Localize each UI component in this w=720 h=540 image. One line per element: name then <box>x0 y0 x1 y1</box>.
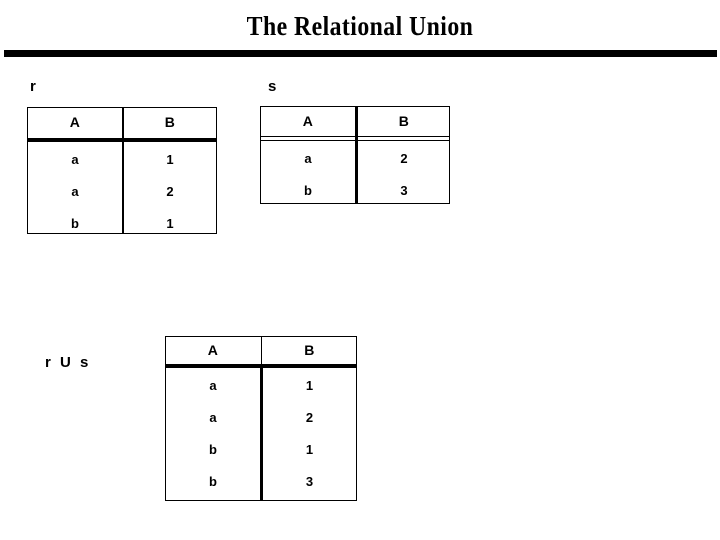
table-cell: 3 <box>400 183 408 198</box>
table-header-cell-a: A <box>207 342 219 358</box>
table-cell: 3 <box>305 474 314 489</box>
page-title: The Relational Union <box>246 11 474 41</box>
title-divider-rule <box>4 50 717 57</box>
header-rule <box>165 364 357 368</box>
table-header-cell-b: B <box>164 114 176 130</box>
header-rule <box>27 138 217 142</box>
table-cell: 1 <box>305 442 314 457</box>
column-divider <box>355 107 358 203</box>
table-cell: b <box>209 474 217 489</box>
table-header-cell-a: A <box>302 113 314 129</box>
table-cell: a <box>209 378 217 393</box>
table-header-cell-a: A <box>69 114 81 130</box>
column-divider-header <box>260 337 263 364</box>
relation-table-s: A B a 2 b 3 <box>260 106 450 204</box>
column-divider <box>260 337 263 500</box>
table-cell: a <box>71 184 79 199</box>
table-cell: b <box>304 183 312 198</box>
table-cell: 1 <box>166 152 174 167</box>
column-divider <box>122 108 124 233</box>
table-cell: 2 <box>166 184 174 199</box>
table-cell: a <box>304 151 312 166</box>
relation-label-r: r <box>30 78 37 95</box>
table-header-cell-b: B <box>304 342 315 358</box>
header-rule <box>260 136 450 141</box>
table-cell: b <box>71 216 79 231</box>
relation-table-r-union-s: A B a 1 a 2 b 1 b 3 <box>165 336 357 501</box>
table-cell: 1 <box>305 378 314 393</box>
relation-label-r-union-s: r U s <box>45 354 91 371</box>
table-cell: a <box>71 152 79 167</box>
table-cell: 2 <box>400 151 408 166</box>
table-cell: a <box>209 410 217 425</box>
table-cell: b <box>209 442 217 457</box>
relation-label-s: s <box>268 78 278 95</box>
table-header-cell-b: B <box>398 113 410 129</box>
relation-table-r: A B a 1 a 2 b 1 <box>27 107 217 234</box>
table-cell: 2 <box>305 410 314 425</box>
table-cell: 1 <box>166 216 174 231</box>
